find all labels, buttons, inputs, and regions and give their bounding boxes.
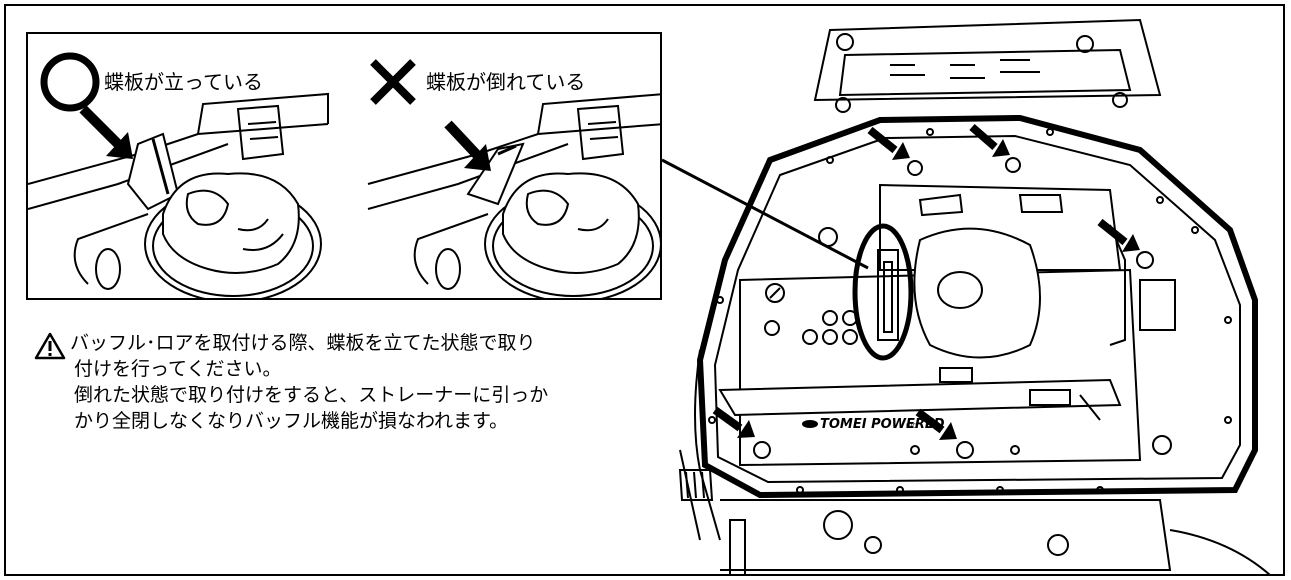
tomei-powered-logo: TOMEI POWERED INC. xyxy=(802,417,945,432)
comparison-inset: 蝶板が立っている 蝶板が倒れている xyxy=(26,32,662,300)
brand-text: TOMEI POWERED xyxy=(820,417,945,432)
cross-ng-icon xyxy=(370,59,416,105)
diagram-frame xyxy=(4,4,1285,576)
circle-ok-icon xyxy=(40,52,100,112)
oil-pan-drawing: TOMEI POWERED INC. xyxy=(678,18,1271,576)
brand-suffix: INC. xyxy=(906,423,918,430)
note-line-1: バッフル･ロアを取付ける際、蝶板を立てた状態で取り xyxy=(70,332,536,354)
warning-triangle-icon xyxy=(34,332,66,360)
good-label: 蝶板が立っている xyxy=(104,70,263,94)
note-line-4: かり全閉しなくなりバッフル機能が損なわれます。 xyxy=(74,410,509,432)
note-line-3: 倒れた状態で取り付けをすると、ストレーナーに引っか xyxy=(74,384,549,406)
bad-label: 蝶板が倒れている xyxy=(426,70,586,94)
inset-illustration xyxy=(28,52,660,298)
note-line-2: 付けを行ってください。 xyxy=(74,358,282,380)
